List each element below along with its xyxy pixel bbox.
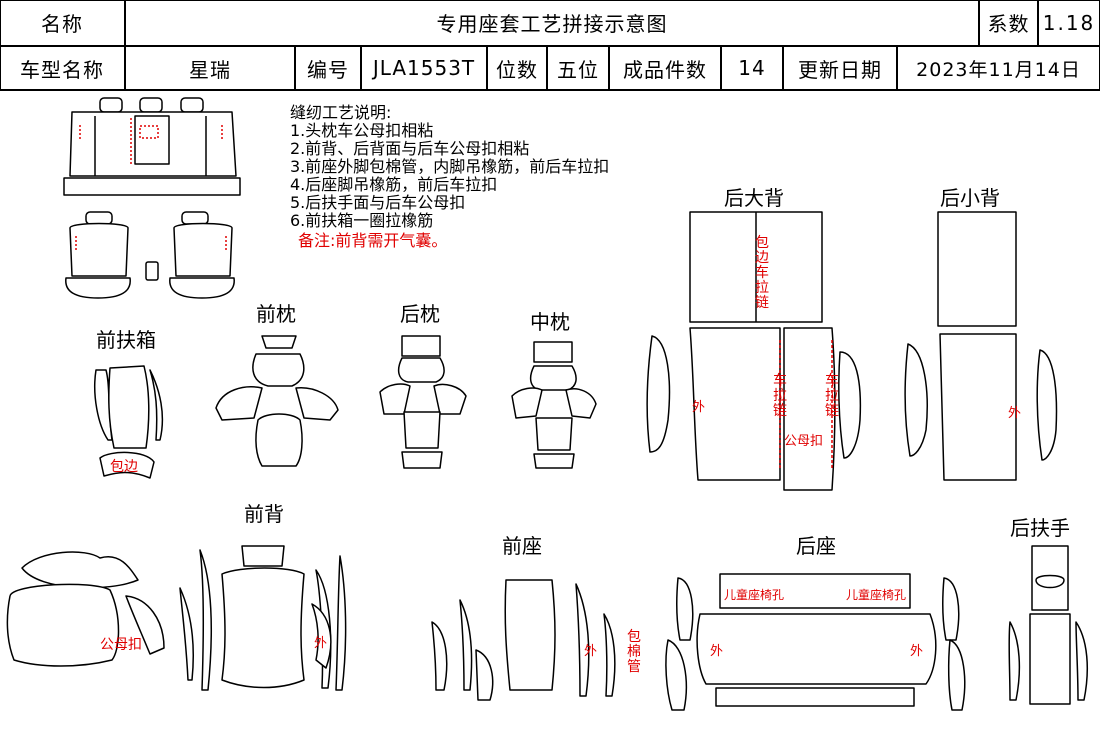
annotation-hem: 包边 [110,459,138,475]
annotation-foam-tube: 包棉管 [627,629,641,675]
section-front-back: 前背 [244,502,284,526]
note-item: 1.头枕车公母扣相粘 [290,121,434,140]
section-front-seat: 前座 [502,534,542,558]
section-front-armbox: 前扶箱 [96,328,156,352]
annotation-snap: 公母扣 [784,434,824,449]
annotation-outer: 外 [314,636,328,651]
rear-headrest-pieces [379,335,467,469]
middle-headrest-pieces [511,341,597,469]
coefficient-value: 1.18 [1042,10,1096,35]
seat-overview-diagram [63,97,241,299]
coefficient-label: 系数 [987,12,1030,36]
annotation-child-seat-hole: 儿童座椅孔 [846,588,907,602]
front-back-pieces [6,545,347,691]
annotation-child-seat-hole: 儿童座椅孔 [724,588,785,602]
section-rear-small-back: 后小背 [940,186,1000,210]
notes-remark: 备注:前背需开气囊。 [298,231,448,250]
front-seat-pieces [431,579,616,701]
section-front-headrest: 前枕 [256,302,296,326]
name-label: 名称 [41,12,83,36]
section-rear-armrest: 后扶手 [1010,516,1070,540]
document-title: 专用座套工艺拼接示意图 [436,12,668,36]
annotation-hem-zip: 包边车拉链 [755,235,769,311]
note-item: 6.前扶箱一圈拉橡筋 [290,211,434,230]
section-middle-headrest: 中枕 [530,310,570,334]
model-label: 车型名称 [20,57,104,82]
rear-seat-pieces [665,573,966,711]
note-item: 3.前座外脚包棉管，内脚吊橡筋，前后车拉扣 [290,157,610,176]
annotation-outer: 外 [910,644,924,659]
header-table: 名称 专用座套工艺拼接示意图 系数 1.18 车型名称 星瑞 编号 JLA155… [0,0,1100,91]
rear-armrest-pieces [1008,545,1088,705]
annotation-outer: 外 [692,400,706,415]
code-label: 编号 [307,57,349,82]
annotation-zip: 车拉链 [825,373,839,419]
model-value: 星瑞 [189,57,231,82]
section-rear-big-back: 后大背 [724,186,784,210]
date-value: 2023年11月14日 [916,58,1081,81]
notes-title: 缝纫工艺说明: [290,103,392,122]
front-headrest-pieces [215,335,339,467]
rear-big-back-pieces [646,211,862,491]
pieces-label: 成品件数 [623,57,707,82]
annotation-snap: 公母扣 [100,637,142,653]
section-rear-headrest: 后枕 [400,302,440,326]
annotation-zip: 车拉链 [773,373,787,419]
front-armbox-pieces [93,365,164,479]
note-item: 2.前背、后背面与后车公母扣相粘 [290,139,530,158]
pieces-value: 14 [738,56,766,80]
note-item: 4.后座脚吊橡筋，前后车拉扣 [290,175,498,194]
seats-value: 五位 [557,57,599,82]
section-rear-seat: 后座 [796,534,836,558]
annotation-outer: 外 [584,644,598,659]
annotation-outer: 外 [710,644,724,659]
seats-label: 位数 [496,57,538,82]
rear-small-back-pieces [904,211,1058,481]
note-item: 5.后扶手面与后车公母扣 [290,193,466,212]
code-value: JLA1553T [372,56,476,80]
annotation-outer: 外 [1008,406,1022,421]
date-label: 更新日期 [798,57,882,82]
